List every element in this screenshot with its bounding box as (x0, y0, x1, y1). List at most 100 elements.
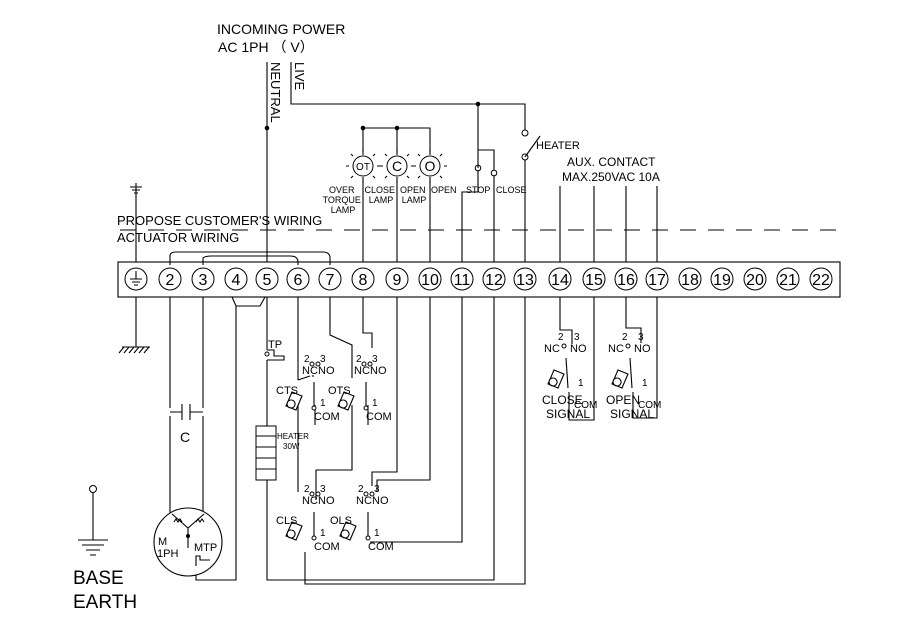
contact-point (369, 491, 375, 497)
cam-icon (339, 521, 357, 541)
contact-point (363, 491, 369, 497)
terminal-circle (286, 267, 310, 291)
stop-close-contacts (474, 140, 498, 177)
switch-label: 1 (372, 398, 378, 409)
contact-point (309, 491, 315, 497)
switch-label: NC (302, 365, 318, 377)
switch-label: 2 (304, 484, 310, 495)
svg-text:C: C (392, 158, 402, 174)
switch-label: 2 (558, 332, 564, 343)
svg-text:TP: TP (268, 339, 282, 351)
close-lamp-caption: CLOSE LAMP (364, 185, 397, 205)
contact-point (363, 405, 369, 411)
switch-label: 3 (372, 354, 378, 365)
terminal-circle (385, 267, 409, 291)
stop-button-label: STOP (466, 185, 490, 195)
switch-label: 3 (574, 332, 580, 343)
cam-icon (547, 369, 565, 389)
switch-label: NO (318, 495, 335, 507)
switch-label: NC (302, 495, 318, 507)
terminal-label: 5 (263, 272, 272, 289)
open-button-label: OPEN (431, 185, 457, 195)
contact-point (361, 361, 367, 367)
contact-point (365, 535, 371, 541)
switch-label: NO (318, 365, 335, 377)
terminal-label: 14 (551, 272, 569, 289)
switch-name: CLS (276, 515, 297, 527)
switch-label: 3 (374, 484, 380, 495)
base-label: BASE (73, 568, 124, 589)
terminal-circle (776, 267, 800, 291)
ot-lamp-caption: OVER TORQUE LAMP (323, 185, 364, 215)
terminal-label: 9 (393, 272, 402, 289)
terminal-circle (158, 267, 182, 291)
terminal-label: 16 (617, 272, 635, 289)
terminal-label: 12 (485, 272, 503, 289)
aux-contact-title: AUX. CONTACT (567, 155, 656, 169)
switch-label: 1 (642, 378, 648, 389)
svg-text:HEATER: HEATER (277, 432, 309, 441)
power-wiring (266, 62, 658, 265)
svg-text:M: M (158, 536, 167, 548)
contact-point (561, 343, 567, 349)
switch-label: 3 (320, 354, 326, 365)
terminal-circle (678, 267, 702, 291)
switch-label: NO (372, 495, 389, 507)
terminal-circle (582, 267, 606, 291)
terminal-circle (614, 267, 638, 291)
switch-label: COM (366, 411, 392, 423)
switch-label: 3 (320, 484, 326, 495)
switch-name: OLS (330, 515, 352, 527)
terminal-label: 6 (294, 272, 303, 289)
terminal-label: 13 (516, 272, 534, 289)
contact-arm (629, 357, 633, 389)
switch-label: COM (638, 400, 661, 411)
jumper-2-7 (169, 251, 331, 265)
switch-label: NC (356, 495, 372, 507)
switch-label: 1 (320, 398, 326, 409)
switch-label: 2 (356, 354, 362, 365)
terminal-4-link (231, 296, 266, 307)
switch-label: 1 (578, 378, 584, 389)
lamp-open: O (413, 149, 447, 183)
cam-icon (285, 391, 303, 411)
ac-spec: AC 1PH （ V） (218, 39, 314, 55)
heater-label: HEATER (536, 140, 580, 152)
switch-label: 3 (638, 332, 644, 343)
contact-point (367, 361, 373, 367)
switch-label: NC (608, 343, 624, 355)
terminal-circle (418, 267, 442, 291)
lamp-ot: OT (346, 149, 380, 183)
switch-label: COM (368, 541, 394, 553)
earth-wiring (118, 183, 150, 354)
cam-icon (285, 521, 303, 541)
actuator-internal-wiring (169, 297, 658, 585)
earth-terminal (124, 267, 148, 291)
incoming-power-title: INCOMING POWER (217, 21, 345, 37)
heater-switch: HEATER (521, 129, 580, 161)
lamp-close: C (380, 149, 414, 183)
terminal-label: 19 (713, 272, 731, 289)
motor: M 1PH MTP (153, 507, 223, 577)
contact-point (315, 361, 321, 367)
terminal-circle (482, 267, 506, 291)
actuator-wiring-label: ACTUATOR WIRING (117, 230, 239, 245)
terminal-circle (710, 267, 734, 291)
terminal-circle (450, 267, 474, 291)
terminal-circle (224, 267, 248, 291)
switch-label: 2 (304, 354, 310, 365)
svg-text:30W: 30W (283, 442, 300, 451)
contact-point (315, 491, 321, 497)
terminal-label: 10 (421, 272, 439, 289)
terminal-label: 22 (812, 272, 830, 289)
terminal-circle (513, 267, 537, 291)
terminal-circle (548, 267, 572, 291)
switch-label: NC (544, 343, 560, 355)
terminal-label: 21 (779, 272, 797, 289)
terminal-label: 7 (326, 272, 335, 289)
terminal-label: 18 (681, 272, 699, 289)
